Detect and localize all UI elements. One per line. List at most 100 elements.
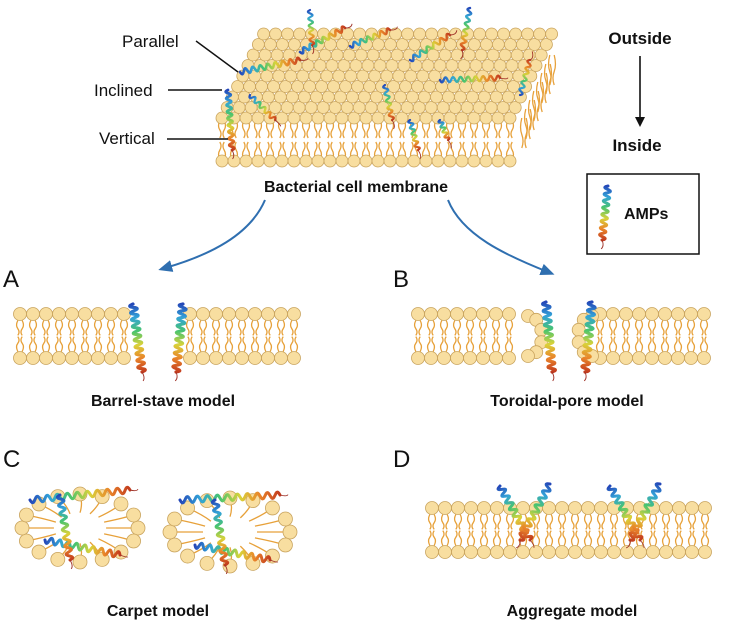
lipid-head [503,154,517,168]
lipid-tail [536,530,541,546]
lipid-tail [80,336,85,352]
lipid-tail [544,72,549,104]
lipid-head [545,27,558,41]
lipid-tail [46,336,51,352]
label-inclined: Inclined [94,81,153,100]
lipid-tail [289,336,294,352]
lipid-tail [528,108,533,140]
lipid-tail [600,320,605,336]
lipid-tail [268,336,273,352]
lipid-tail [544,514,549,530]
lipid-tail [119,336,124,352]
lipid-head [261,351,275,365]
lipid-tail [666,530,671,546]
lipid-head [594,501,608,515]
helix-tail [460,49,464,60]
lipid-head [542,545,556,559]
lipid-head [698,545,712,559]
lipid-tail [661,530,666,546]
helix-tail [449,30,458,36]
lipid-tail [497,530,502,546]
lipid-tail [439,336,444,352]
toroidal-pore-illustration [411,300,711,382]
lipid-tail [613,320,618,336]
lipid-head [323,154,337,168]
lipid-tail [216,320,221,336]
lipid-tail [255,336,260,352]
lipid-head [167,511,182,527]
helix-tail [529,51,534,61]
lipid-head [521,349,535,363]
lipid-head [491,154,505,168]
label-vertical: Vertical [99,129,155,148]
lipid-tail [203,320,208,336]
lipid-head [65,351,79,365]
lipid-head [658,351,672,365]
lipid-tail [458,530,463,546]
helix-tail [119,554,129,558]
lipid-head [341,27,355,41]
lipid-tail [216,336,221,352]
lipid-tail [67,320,72,336]
lipid-tail [198,320,203,336]
panel-c-letter: C [3,446,20,473]
lipid-tail [639,336,644,352]
lipid-head [199,556,215,571]
lipid-head [431,154,445,168]
lipid-head [222,351,236,365]
lipid-tail [678,320,683,336]
lipid-head [401,27,415,41]
lipid-head [39,351,53,365]
legend-label: AMPs [624,206,669,223]
lipid-tail [106,336,111,352]
lipid-tail [609,530,614,546]
lipid-tail [704,320,709,336]
lipid-head [485,27,499,41]
lipid-tail [478,336,483,352]
inside-label: Inside [612,136,661,155]
lipid-tail [692,530,697,546]
lipid-tail [28,320,33,336]
aggregate-illustration [425,482,712,559]
lipid-head [65,307,79,321]
helix-tail [417,149,422,159]
lipid-tail [562,514,567,530]
helix-tail [174,371,178,382]
lipid-head [278,537,293,553]
lipid-head [685,501,699,515]
lipid-head [78,351,92,365]
lipid-head [571,322,586,337]
label-parallel: Parallel [122,32,179,51]
lipid-head [371,154,385,168]
lipid-tail [413,336,418,352]
lipid-head [287,351,301,365]
lipid-tail [444,320,449,336]
amp-legend: AMPs [586,173,700,255]
lipid-tail [652,320,657,336]
lipid-head [235,307,249,321]
lipid-tail [504,320,509,336]
lipid-tail [263,320,268,336]
lipid-tail [93,336,98,352]
lipid-head [450,351,464,365]
panel-d-letter: D [393,446,410,473]
lipid-tail [536,90,541,122]
lipid-head [425,545,439,559]
amp-helix [298,25,347,55]
lipid-head [463,351,477,365]
lipid-tail [46,320,51,336]
panel-a-letter: A [3,266,19,293]
lipid-head [293,27,307,41]
lipid-tail [535,81,540,113]
lipid-head [503,111,517,125]
lipid-head [479,154,493,168]
lipid-head [39,307,53,321]
lipid-tail [647,320,652,336]
lipid-tail [72,320,77,336]
lipid-tail [465,320,470,336]
amp-helix [518,482,552,542]
bacterial-membrane-3d [215,6,558,168]
lipid-tail [54,320,59,336]
amp-helix [541,300,557,374]
lipid-tail [124,336,129,352]
